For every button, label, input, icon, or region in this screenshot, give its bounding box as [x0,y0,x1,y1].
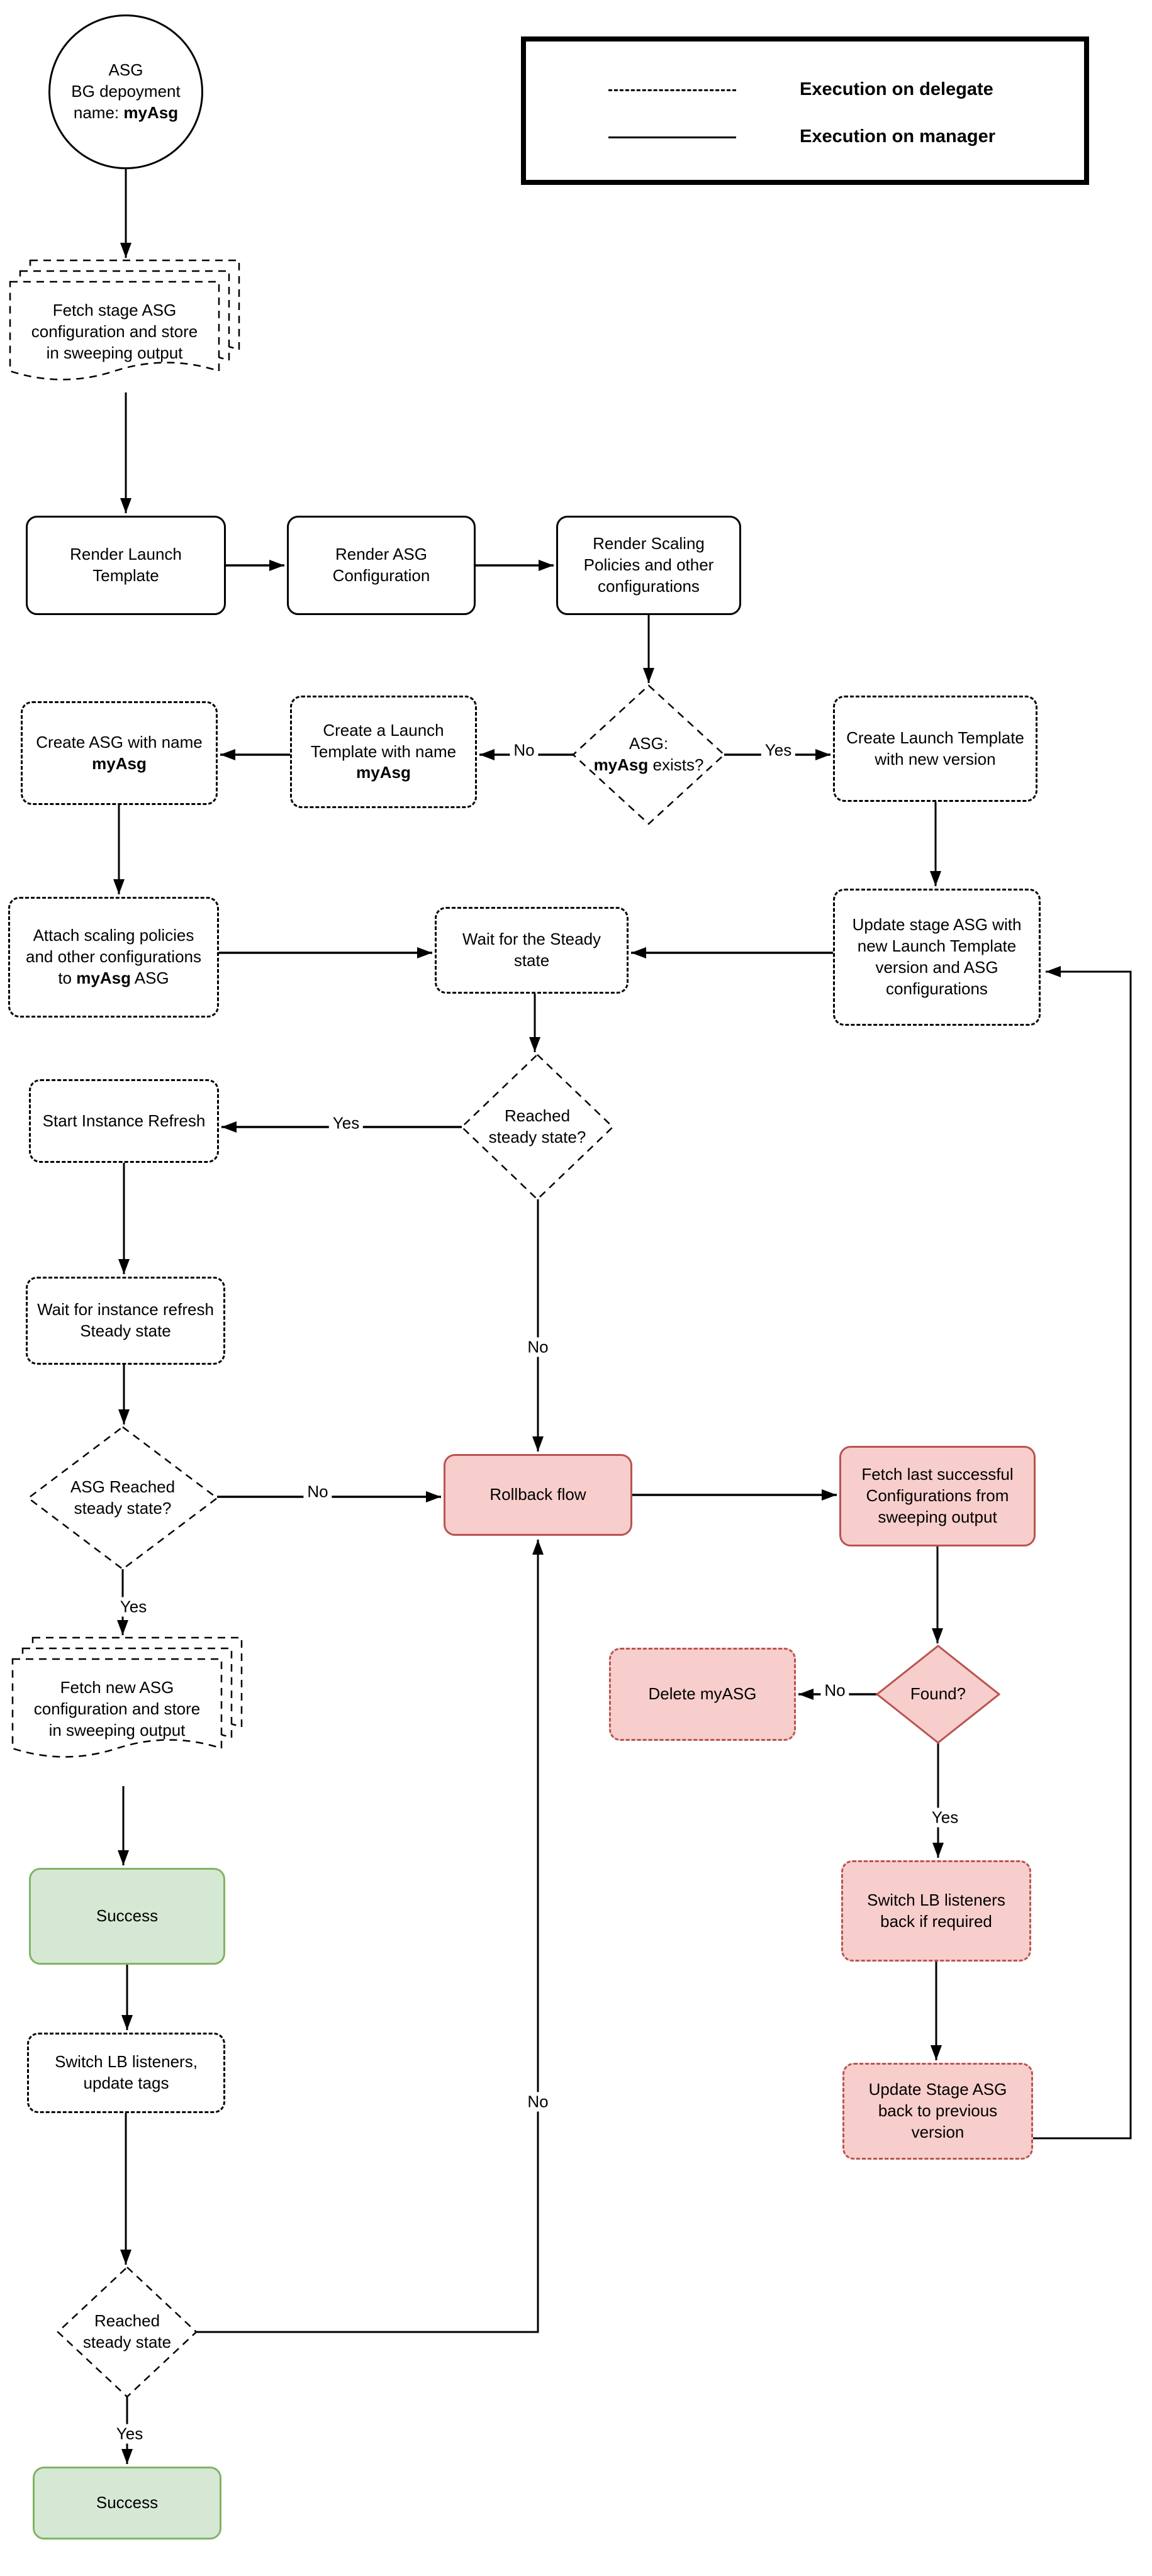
create-launch-named-label: Create a Launch Template with name myAsg [310,720,457,782]
render-scaling-label: Render Scaling Policies and other config… [583,534,714,596]
success-2-label: Success [96,2493,159,2512]
legend-delegate-label: Execution on delegate [800,79,993,99]
node-start-instance-refresh: Start Instance Refresh [29,1079,219,1163]
edge-label-exists-yes: Yes [761,740,796,760]
fetch-stage-label: Fetch stage ASG configuration and store … [31,301,198,362]
node-success-2: Success [33,2467,221,2540]
node-fetch-last-successful: Fetch last successful Configurations fro… [839,1446,1036,1546]
create-asg-label: Create ASG with name myAsg [36,732,203,773]
wait-refresh-label: Wait for instance refresh Steady state [37,1300,214,1340]
edge-update-stage-back-loop [1033,966,1132,2140]
start-refresh-label: Start Instance Refresh [42,1111,206,1130]
fetch-new-label: Fetch new ASG configuration and store in… [33,1678,201,1740]
start-line3: name: myAsg [73,103,179,122]
node-render-asg-configuration: Render ASG Configuration [287,516,476,615]
update-stage-label: Update stage ASG with new Launch Templat… [852,915,1022,998]
node-fetch-stage-config: Fetch stage ASG configuration and store … [16,288,213,376]
rollback-label: Rollback flow [489,1485,586,1504]
render-launch-label: Render Launch Template [70,545,182,585]
start-line1: ASG [108,60,143,80]
edge-label-asg-reached-no: No [303,1482,332,1502]
node-wait-instance-refresh: Wait for instance refresh Steady state [26,1277,225,1365]
success-1-label: Success [96,1906,159,1926]
edge-label-exists-no: No [510,740,539,760]
edge-label-steady-yes: Yes [328,1113,364,1133]
switch-lb-label: Switch LB listeners, update tags [55,2052,198,2092]
legend-box: Execution on delegate Execution on manag… [521,36,1089,185]
reached-steady-final-label: Reached steady state [82,2311,172,2351]
edge-label-final-yes: Yes [112,2424,147,2444]
legend-manager-label: Execution on manager [800,126,996,147]
node-update-stage-asg: Update stage ASG with new Launch Templat… [833,889,1041,1026]
attach-scaling-label: Attach scaling policies and other config… [26,926,201,987]
node-switch-lb-back: Switch LB listeners back if required [841,1860,1031,1962]
legend-dashed-line-sample [608,89,736,91]
diamond-found [875,1645,1001,1744]
node-wait-steady-state: Wait for the Steady state [435,907,629,994]
node-switch-lb-update-tags: Switch LB listeners, update tags [27,2033,225,2113]
node-attach-scaling-policies: Attach scaling policies and other config… [8,897,219,1018]
delete-myasg-label: Delete myASG [648,1684,757,1704]
node-rollback-flow: Rollback flow [444,1454,632,1536]
fetch-last-label: Fetch last successful Configurations fro… [861,1465,1014,1526]
node-render-scaling-policies: Render Scaling Policies and other config… [556,516,741,615]
multi-document-fetch-stage [9,259,240,380]
switch-lb-back-label: Switch LB listeners back if required [867,1890,1005,1931]
node-fetch-new-asg-config: Fetch new ASG configuration and store in… [19,1665,215,1753]
legend-solid-line-sample [608,136,736,138]
node-create-launch-template-named: Create a Launch Template with name myAsg [290,696,477,808]
node-create-launch-template-new: Create Launch Template with new version [833,696,1037,802]
asg-reached-label: ASG Reached steady state? [70,1477,176,1518]
edge-final-no-to-rollback [196,1540,544,2333]
node-success-1: Success [29,1868,225,1965]
render-asg-label: Render ASG Configuration [332,545,430,585]
node-start-circle: ASG BG depoyment name: myAsg [48,14,203,169]
found-label: Found? [910,1684,966,1704]
start-line2: BG depoyment [71,82,181,101]
update-stage-back-label: Update Stage ASG back to previous versio… [868,2080,1007,2141]
node-render-launch-template: Render Launch Template [26,516,226,615]
edge-label-found-yes: Yes [927,1807,963,1828]
node-create-asg: Create ASG with name myAsg [21,701,218,805]
node-update-stage-asg-back: Update Stage ASG back to previous versio… [842,2063,1033,2160]
edge-label-final-no: No [523,2092,552,2112]
multi-document-fetch-new [11,1636,243,1758]
diamond-reached-steady [461,1053,614,1201]
diamond-reached-steady-final [57,2266,198,2398]
edge-label-asg-reached-yes: Yes [116,1597,151,1617]
diamond-asg-exists [572,684,725,825]
wait-steady-label: Wait for the Steady state [462,930,601,970]
reached-steady-label: Reached steady state? [488,1106,586,1146]
asg-exists-label: ASG: myAsg exists? [593,734,704,774]
create-launch-new-label: Create Launch Template with new version [846,728,1024,769]
node-delete-myasg: Delete myASG [609,1648,796,1741]
edge-label-found-no: No [820,1680,849,1701]
edge-label-steady-no: No [523,1337,552,1357]
diamond-asg-reached-steady [26,1426,219,1570]
